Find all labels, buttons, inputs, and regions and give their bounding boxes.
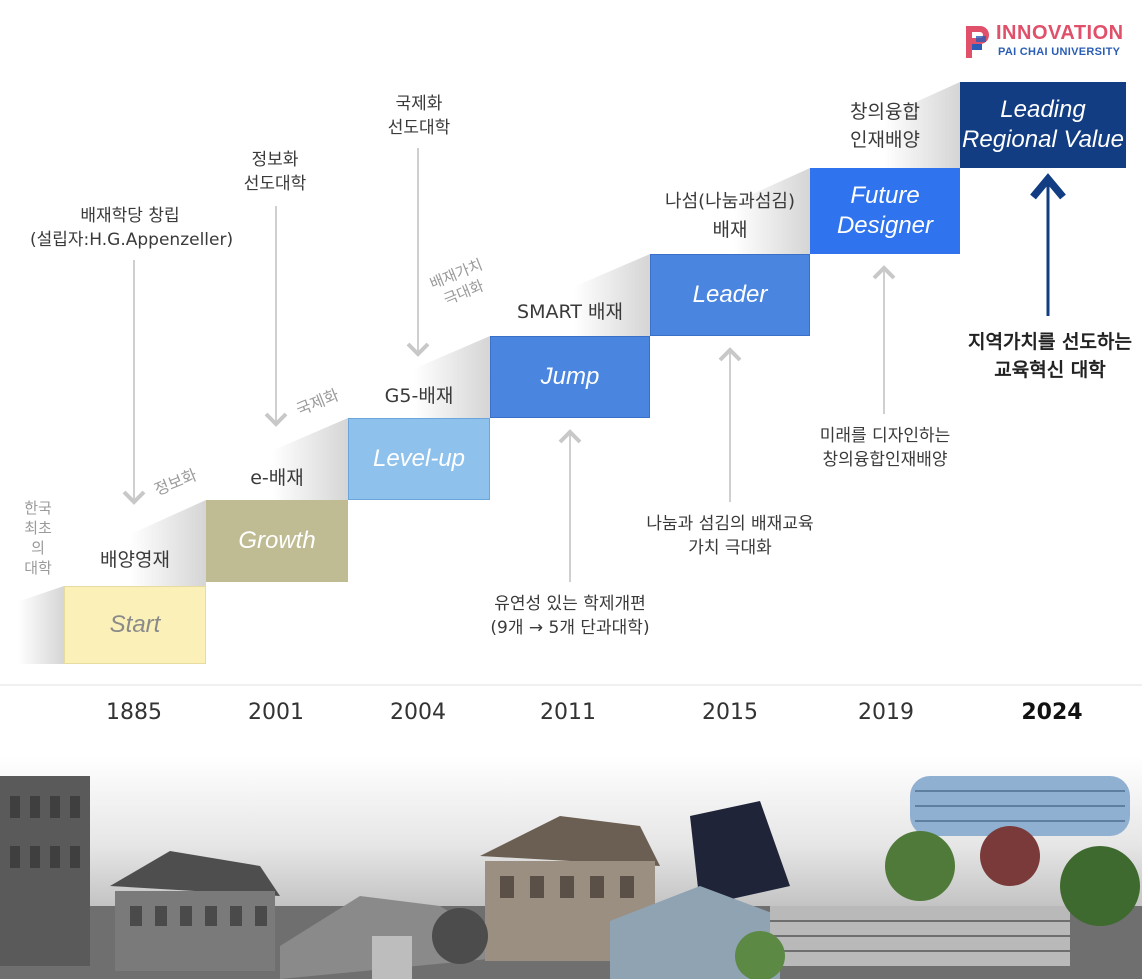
logo-subtitle: PAI CHAI UNIVERSITY xyxy=(998,46,1121,58)
heading-jump: SMART 배재 xyxy=(517,301,623,323)
ramp-label-first-2: 최초의 xyxy=(24,519,52,557)
note-info-1: 정보화 xyxy=(251,150,299,170)
year-2024: 2024 xyxy=(1021,700,1083,725)
note-future-1: 미래를 디자인하는 xyxy=(819,426,951,446)
step-leading-label-2: Regional Value xyxy=(962,126,1124,153)
note-reorg-2: (9개 → 5개 단과대학) xyxy=(490,618,650,638)
note-info-leader: 정보화 선도대학 xyxy=(230,148,320,196)
heading-future-1: 창의융합 xyxy=(850,101,920,123)
heading-levelup: G5-배재 xyxy=(384,385,454,407)
university-logo: INNOVATION PAI CHAI UNIVERSITY xyxy=(964,22,1136,66)
note-info-2: 선도대학 xyxy=(243,174,307,194)
logo-title: INNOVATION xyxy=(996,22,1124,44)
note-future-2: 창의융합인재배양 xyxy=(822,450,948,470)
year-2011: 2011 xyxy=(540,700,596,725)
arrows-layer xyxy=(122,148,1066,582)
pai-chai-logo-mark-icon xyxy=(966,26,989,58)
step-growth-label: Growth xyxy=(238,527,316,554)
note-future-design: 미래를 디자인하는 창의융합인재배양 xyxy=(790,424,980,472)
step-growth: Growth xyxy=(206,500,348,582)
note-founding-1: 배재학당 창립 xyxy=(80,206,180,226)
note-founding-2: (설립자:H.G.Appenzeller) xyxy=(30,230,234,250)
year-2019: 2019 xyxy=(858,700,914,725)
goal-line-2: 교육혁신 대학 xyxy=(994,359,1106,381)
note-reorganization: 유연성 있는 학제개편 (9개 → 5개 단과대학) xyxy=(460,592,680,640)
heading-future-2: 인재배양 xyxy=(850,129,920,151)
note-sharing-serving: 나눔과 섬김의 배재교육 가치 극대화 xyxy=(620,512,840,560)
step-leader-label: Leader xyxy=(692,281,768,308)
step-leader: Leader xyxy=(650,254,810,336)
goal-statement: 지역가치를 선도하는 교육혁신 대학 xyxy=(960,328,1140,384)
step-future-designer: Future Designer xyxy=(810,168,960,254)
step-jump-label: Jump xyxy=(540,363,600,390)
step-leading-regional-value: Leading Regional Value xyxy=(960,82,1126,168)
baseline-divider xyxy=(0,684,1142,686)
campus-photo-strip xyxy=(0,756,1142,979)
year-2015: 2015 xyxy=(702,700,758,725)
ramp-label-first-3: 대학 xyxy=(24,559,52,577)
note-reorg-1: 유연성 있는 학제개편 xyxy=(494,594,646,614)
year-2001: 2001 xyxy=(248,700,304,725)
step-start: Start xyxy=(64,586,206,664)
step-leading-label-1: Leading xyxy=(1000,96,1086,123)
note-share-2: 가치 극대화 xyxy=(688,538,772,558)
note-global-leader: 국제화 선도대학 xyxy=(374,92,464,140)
heading-leader-2: 배재 xyxy=(712,219,748,241)
heading-growth: e-배재 xyxy=(250,467,304,489)
year-1885: 1885 xyxy=(106,700,162,725)
campus-buildings-illustration xyxy=(0,776,1142,979)
note-founding: 배재학당 창립 (설립자:H.G.Appenzeller) xyxy=(30,204,234,252)
step-future-label-2: Designer xyxy=(836,212,934,239)
heading-start: 배양영재 xyxy=(100,549,170,571)
year-2004: 2004 xyxy=(390,700,446,725)
step-future-label-1: Future xyxy=(850,182,920,209)
note-share-1: 나눔과 섬김의 배재교육 xyxy=(646,514,814,534)
step-levelup-label: Level-up xyxy=(372,445,466,472)
note-global-2: 선도대학 xyxy=(387,118,451,138)
goal-line-1: 지역가치를 선도하는 xyxy=(968,331,1132,353)
step-start-label: Start xyxy=(109,611,161,638)
ramp-label-first-1: 한국 xyxy=(24,499,52,517)
step-jump: Jump xyxy=(490,336,650,418)
note-global-1: 국제화 xyxy=(395,94,443,114)
ramp-label-first-university: 한국 최초의 대학 xyxy=(18,498,58,578)
heading-leader-1: 나섬(나눔과섬김) xyxy=(665,191,795,212)
step-levelup: Level-up xyxy=(348,418,490,500)
